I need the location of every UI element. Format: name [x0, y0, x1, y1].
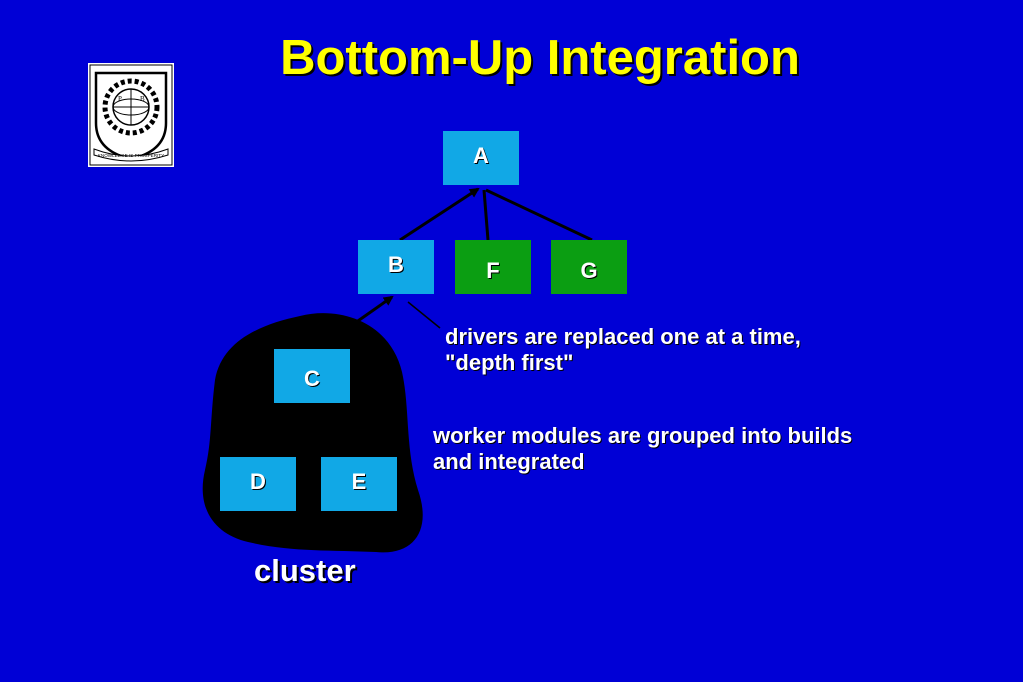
slide-title: Bottom-Up Integration	[280, 31, 800, 85]
edge-f-a	[482, 189, 490, 241]
module-e: E	[321, 457, 397, 511]
drivers-note: drivers are replaced one at a time, "dep…	[445, 324, 801, 375]
module-f: F	[455, 240, 531, 294]
college-seal-icon: P B KNOWLEDGE IS PROSPERITY	[88, 63, 174, 167]
seal-letter-b: B	[140, 95, 145, 103]
module-c: C	[274, 349, 350, 403]
edge-b-a	[399, 187, 480, 242]
module-a: A	[443, 131, 519, 185]
module-b: B	[358, 240, 434, 294]
workers-note: worker modules are grouped into builds a…	[433, 423, 853, 474]
module-g: G	[551, 240, 627, 294]
pointer-drivers-note	[407, 301, 441, 329]
module-d: D	[220, 457, 296, 511]
cluster-label: cluster	[254, 553, 356, 588]
seal-motto: KNOWLEDGE IS PROSPERITY	[98, 153, 164, 158]
seal-letter-p: P	[118, 95, 122, 103]
edge-g-a	[485, 188, 593, 242]
edge-cluster-b	[344, 295, 394, 332]
